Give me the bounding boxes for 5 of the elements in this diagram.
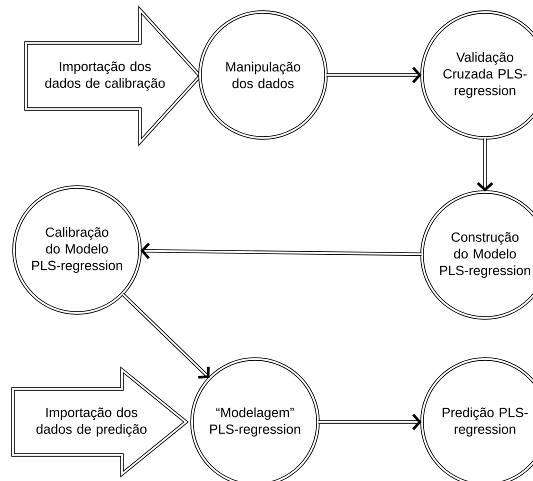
arrow [318, 414, 422, 430]
arrow [326, 66, 422, 84]
arrow [140, 242, 422, 260]
arrow [121, 292, 210, 379]
arrow [476, 138, 494, 192]
